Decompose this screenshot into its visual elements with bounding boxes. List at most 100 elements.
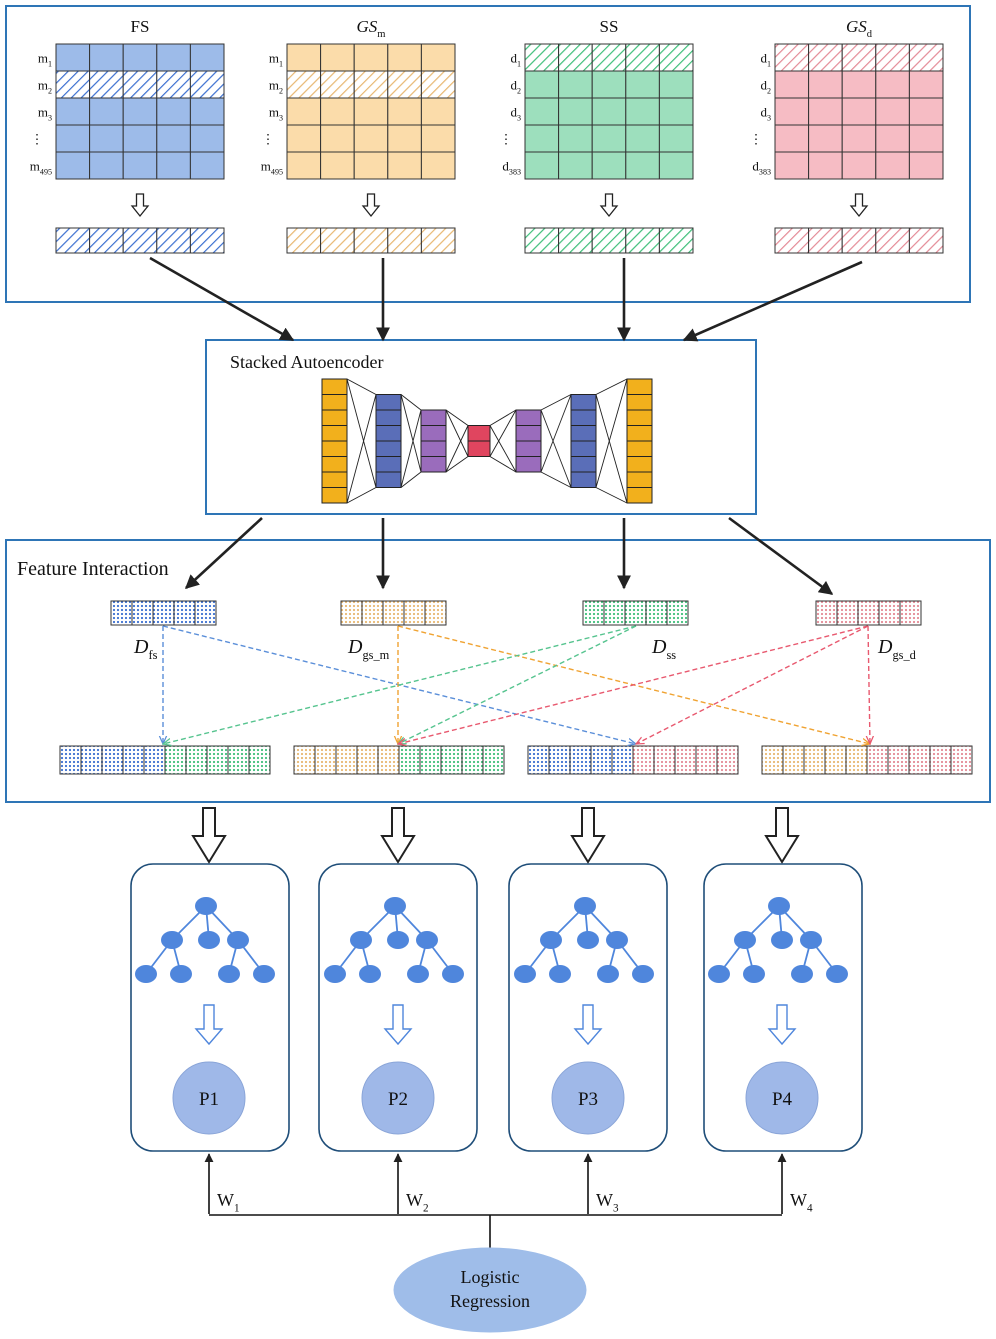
tree-node <box>195 897 217 915</box>
latent-cell <box>361 600 384 626</box>
tree-node <box>198 931 220 949</box>
combined-vector-1 <box>59 745 271 775</box>
matrix-title: FS <box>131 17 150 36</box>
latent-cell <box>878 600 901 626</box>
row-label: d383 <box>752 159 771 177</box>
matrix-cell <box>591 97 627 126</box>
combined-cell <box>293 745 316 775</box>
matrix-cell <box>524 124 560 153</box>
connection-line <box>540 471 572 488</box>
autoencoder-layer <box>515 409 542 473</box>
tree-node <box>442 965 464 983</box>
connection-line <box>445 409 469 426</box>
row-label: d3 <box>510 105 521 123</box>
row-label: m1 <box>38 51 52 69</box>
latent-cell <box>340 600 363 626</box>
connection-line <box>489 409 517 457</box>
matrix-cell <box>908 151 944 180</box>
connection-line <box>540 394 572 473</box>
matrix-cell <box>625 70 660 99</box>
neuron-cell <box>420 440 447 457</box>
matrix-cell <box>908 70 944 99</box>
row-label: ⋮ <box>31 132 44 147</box>
neuron-cell <box>626 456 653 473</box>
matrix-cell <box>841 97 877 126</box>
matrix-cell <box>122 151 158 180</box>
interaction-lines <box>163 625 870 744</box>
combined-cell <box>122 745 145 775</box>
matrix-cell <box>189 43 225 72</box>
autoencoder-section: Stacked Autoencoder <box>184 352 834 596</box>
matrix-cell <box>658 124 694 153</box>
matrix-cell <box>524 43 560 72</box>
matrix-cell <box>286 43 322 72</box>
matrix-cell <box>420 124 456 153</box>
neuron-cell <box>626 471 653 488</box>
down-arrow-icon <box>849 193 869 218</box>
latent-cell <box>110 600 133 626</box>
connection-line <box>445 425 469 473</box>
prediction-circle <box>172 1061 246 1135</box>
logistic-regression-label: Regression <box>450 1291 530 1311</box>
row-label: ⋮ <box>262 132 275 147</box>
autoencoder-layer <box>420 409 447 473</box>
combined-vector-2 <box>293 745 505 775</box>
tree-node <box>577 931 599 949</box>
matrix-cell <box>286 151 322 180</box>
autoencoder-layer <box>375 394 402 488</box>
tree-node <box>800 931 822 949</box>
matrix-cell <box>558 43 593 72</box>
neuron-cell <box>321 440 348 457</box>
feature-vector-cell <box>625 227 660 254</box>
matrix-cell <box>55 151 91 180</box>
connection-line <box>445 409 469 457</box>
combined-cell <box>527 745 550 775</box>
matrix-cell <box>89 97 124 126</box>
matrix-cell <box>658 43 694 72</box>
prediction-circle <box>551 1061 625 1135</box>
down-arrow-icon <box>361 193 381 218</box>
combined-cell <box>548 745 571 775</box>
matrix-cell <box>286 97 322 126</box>
matrix-cell <box>658 151 694 180</box>
matrix-cell <box>625 124 660 153</box>
matrix-cell <box>156 124 191 153</box>
connection-line <box>540 409 572 488</box>
row-label: d1 <box>510 51 521 69</box>
combined-cell <box>653 745 676 775</box>
connection-line <box>540 394 572 411</box>
prediction-label: P2 <box>388 1089 408 1110</box>
matrix-cell <box>189 124 225 153</box>
feature-vector-cell <box>353 227 389 254</box>
connection-line <box>489 409 517 426</box>
matrix-cell <box>908 124 944 153</box>
feature-vector-cell <box>286 227 322 254</box>
matrix-cell <box>875 70 910 99</box>
connection-line <box>346 487 377 504</box>
interaction-line <box>398 625 637 744</box>
tree-node <box>632 965 654 983</box>
matrix-cell <box>353 43 389 72</box>
connection-line <box>595 378 628 395</box>
matrix-cell <box>55 97 91 126</box>
flow-arrow <box>682 260 863 342</box>
neuron-cell <box>321 409 348 426</box>
matrix-cell <box>658 70 694 99</box>
latent-cell <box>173 600 196 626</box>
neuron-cell <box>375 409 402 426</box>
matrix-cell <box>774 124 810 153</box>
matrix-cell <box>875 151 910 180</box>
autoencoder-layer <box>321 378 348 504</box>
neuron-cell <box>626 394 653 411</box>
matrix-cell <box>156 43 191 72</box>
matrix-cell <box>353 151 389 180</box>
neuron-cell <box>626 425 653 442</box>
matrix-cell <box>591 151 627 180</box>
combined-cell <box>887 745 910 775</box>
input-frame <box>5 5 971 303</box>
combined-cell <box>377 745 400 775</box>
tree-node <box>549 965 571 983</box>
tree-node <box>768 897 790 915</box>
